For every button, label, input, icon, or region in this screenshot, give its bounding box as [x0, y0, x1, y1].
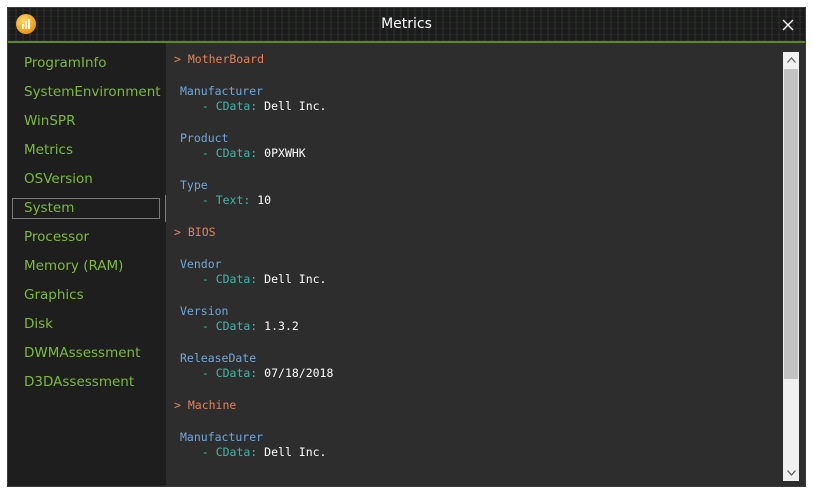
property-name: Vendor [180, 257, 222, 271]
property-name: Version [180, 304, 229, 318]
property-name: Product [180, 131, 229, 145]
sidebar-item-d3dassessment[interactable]: D3DAssessment [24, 374, 135, 390]
sidebar-item-winspr[interactable]: WinSPR [24, 113, 76, 129]
property-name: Manufacturer [180, 430, 264, 444]
window-title: Metrics [381, 16, 432, 32]
close-button[interactable] [771, 8, 805, 41]
property-value-line: - CData: 0PXWHK [188, 146, 306, 161]
scroll-thumb[interactable] [784, 69, 798, 379]
property-value-line: - CData: Dell Inc. [188, 272, 327, 287]
property-value: Dell Inc. [264, 99, 327, 113]
section-header: > Machine [174, 398, 237, 412]
property-kind: - CData: [188, 146, 265, 160]
property-kind: - Text: [188, 193, 258, 207]
property-kind: - CData: [188, 272, 265, 286]
sidebar-item-systemenvironment[interactable]: SystemEnvironment [24, 84, 161, 100]
metrics-window: Metrics ProgramInfo SystemEnvironment Wi… [7, 7, 806, 487]
sidebar-item-disk[interactable]: Disk [24, 316, 53, 332]
scroll-up-button[interactable] [783, 52, 799, 68]
property-name: Type [180, 178, 208, 192]
property-value-line: - CData: Dell Inc. [188, 445, 327, 460]
sidebar: ProgramInfo SystemEnvironment WinSPR Met… [8, 43, 166, 486]
property-value: Dell Inc. [264, 272, 327, 286]
property-kind: - CData: [188, 445, 265, 459]
property-value-line: - Text: 10 [188, 193, 271, 208]
property-kind: - CData: [188, 99, 265, 113]
property-value: 1.3.2 [264, 319, 299, 333]
section-header: > BIOS [174, 225, 216, 239]
vertical-scrollbar[interactable] [783, 52, 799, 481]
app-chart-icon [16, 14, 36, 34]
sidebar-item-dwmassessment[interactable]: DWMAssessment [24, 345, 141, 361]
property-value: 10 [257, 193, 272, 207]
scroll-down-button[interactable] [783, 465, 799, 481]
property-value-line: - CData: 1.3.2 [188, 319, 299, 334]
property-value: 07/18/2018 [264, 366, 334, 380]
sidebar-item-metrics[interactable]: Metrics [24, 142, 74, 158]
property-value: 0PXWHK [264, 146, 306, 160]
details-panel: > MotherBoard Manufacturer - CData: Dell… [166, 43, 785, 486]
property-kind: - CData: [188, 319, 265, 333]
property-name: ReleaseDate [180, 351, 257, 365]
property-value-line: - CData: 07/18/2018 [188, 366, 334, 381]
sidebar-item-system[interactable]: System [12, 198, 160, 219]
close-icon [782, 19, 794, 30]
title-bar: Metrics [8, 8, 805, 43]
chevron-up-icon [786, 57, 796, 63]
chevron-down-icon [786, 470, 796, 476]
sidebar-item-osversion[interactable]: OSVersion [24, 171, 93, 187]
property-kind: - CData: [188, 366, 265, 380]
section-header: > MotherBoard [174, 52, 265, 66]
sidebar-item-programinfo[interactable]: ProgramInfo [24, 55, 107, 71]
sidebar-item-graphics[interactable]: Graphics [24, 287, 84, 303]
property-value-line: - CData: Dell Inc. [188, 99, 327, 114]
property-value: Dell Inc. [264, 445, 327, 459]
sidebar-item-memory[interactable]: Memory (RAM) [24, 258, 124, 274]
sidebar-item-processor[interactable]: Processor [24, 229, 90, 245]
property-name: Manufacturer [180, 84, 264, 98]
